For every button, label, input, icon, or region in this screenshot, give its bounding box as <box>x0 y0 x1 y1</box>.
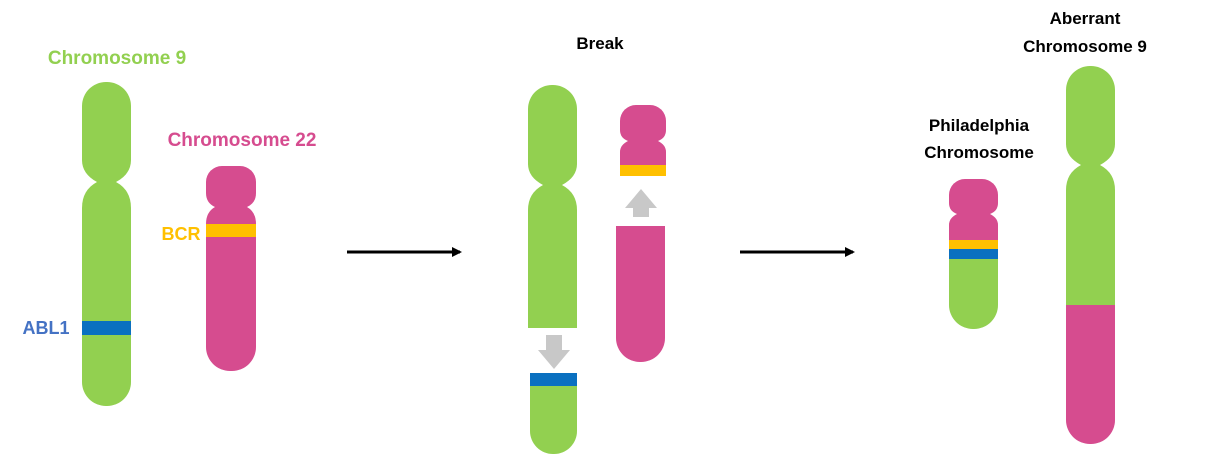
chromosome-22-lower-fragment <box>616 226 665 362</box>
chromosome-22-fragment-top <box>620 105 666 141</box>
bcr-band <box>206 224 256 237</box>
stage-original: Chromosome 9 ABL1 Chromosome 22 BCR <box>22 48 316 406</box>
gray-arrow-down <box>538 335 570 369</box>
bcr-fragment-band <box>620 165 666 176</box>
abl1-fusion-band <box>949 249 998 259</box>
chromosome-9-long-arm <box>82 182 131 406</box>
chromosome-22 <box>206 166 256 371</box>
aberrant-9-short-arm <box>1066 66 1115 165</box>
stage-result: Philadelphia Chromosome Aberrant Chromos… <box>924 9 1147 444</box>
chromosome-9-upper-fragment <box>528 85 577 328</box>
chromosome-22-label: Chromosome 22 <box>168 130 317 151</box>
stage-break: Break <box>528 34 666 454</box>
chromosome-9-fragment-long-arm <box>528 185 577 328</box>
gray-arrow-up <box>625 189 657 217</box>
philadelphia-green-segment <box>949 259 998 329</box>
abl1-label: ABL1 <box>22 318 69 338</box>
philadelphia-label-line2: Chromosome <box>924 143 1034 162</box>
aberrant-9-translocated-segment <box>1066 305 1115 444</box>
aberrant-chromosome-9 <box>1066 66 1115 444</box>
philadelphia-chromosome <box>949 179 998 329</box>
abl1-band <box>82 321 131 335</box>
chromosome-9 <box>82 82 131 406</box>
aberrant-9-long-arm <box>1066 165 1115 305</box>
philadelphia-label-line1: Philadelphia <box>929 116 1030 135</box>
bcr-label: BCR <box>162 224 201 244</box>
aberrant-label-line1: Aberrant <box>1050 9 1121 28</box>
chromosome-22-upper-fragment <box>620 105 666 176</box>
chromosome-9-fragment-short-arm <box>528 85 577 185</box>
aberrant-label-line2: Chromosome 9 <box>1023 37 1147 56</box>
chromosome-9-label: Chromosome 9 <box>48 48 186 69</box>
break-label: Break <box>576 34 624 53</box>
philadelphia-long-arm <box>949 214 998 240</box>
chromosome-22-fragment-bottom <box>620 141 666 165</box>
abl1-fragment <box>530 373 577 454</box>
chromosome-9-short-arm <box>82 82 131 182</box>
abl1-fragment-body <box>530 386 577 454</box>
philadelphia-short-arm <box>949 179 998 214</box>
abl1-fragment-band <box>530 373 577 386</box>
chromosome-22-short-arm <box>206 166 256 207</box>
bcr-fusion-band <box>949 240 998 249</box>
chromosome-22-long-arm <box>206 207 256 371</box>
